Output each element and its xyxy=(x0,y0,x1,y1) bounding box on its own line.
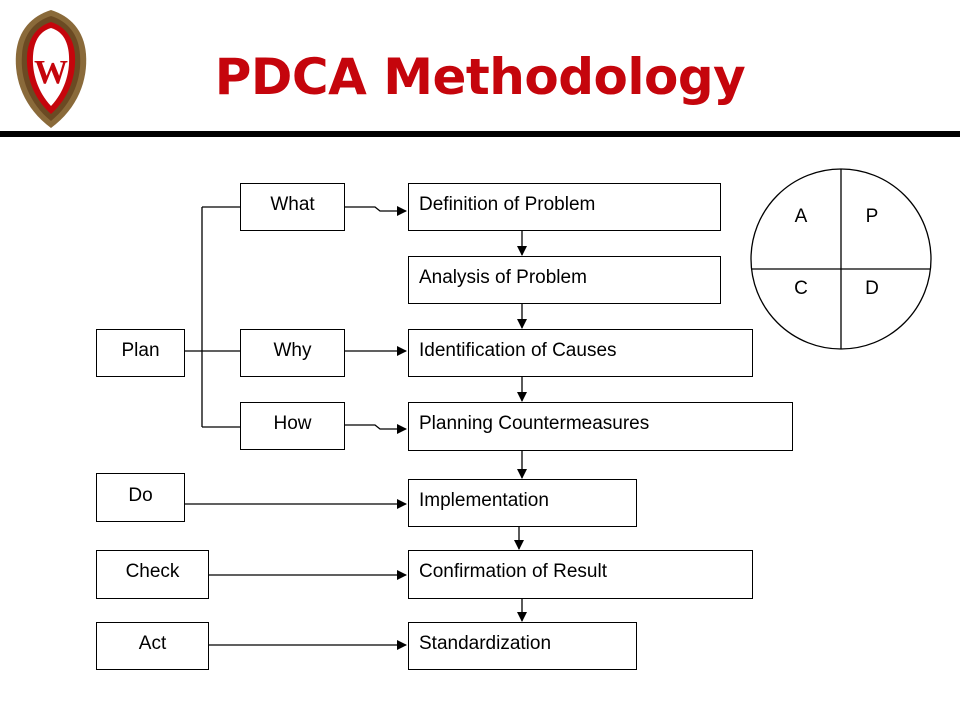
plan-box: Plan xyxy=(96,329,185,377)
title-divider xyxy=(0,131,960,137)
cycle-label-do: D xyxy=(865,278,879,299)
cycle-label-plan: P xyxy=(865,206,879,227)
step-definition-of-problem: Definition of Problem xyxy=(408,183,721,231)
pdca-cycle-circle xyxy=(750,168,932,350)
what-arrow xyxy=(345,206,407,216)
cycle-label-act: A xyxy=(794,206,808,227)
step-identification-of-causes: Identification of Causes xyxy=(408,329,753,377)
check-box: Check xyxy=(96,550,209,599)
act-box: Act xyxy=(96,622,209,670)
step-planning-countermeasures: Planning Countermeasures xyxy=(408,402,793,451)
step-standardization: Standardization xyxy=(408,622,637,670)
do-box: Do xyxy=(96,473,185,522)
why-box: Why xyxy=(240,329,345,377)
university-crest-logo: W xyxy=(15,10,87,128)
logo-letter: W xyxy=(34,54,68,91)
what-box: What xyxy=(240,183,345,231)
step-analysis-of-problem: Analysis of Problem xyxy=(408,256,721,304)
step-confirmation-of-result: Confirmation of Result xyxy=(408,550,753,599)
how-box: How xyxy=(240,402,345,450)
how-arrow xyxy=(345,424,407,434)
cycle-label-check: C xyxy=(794,278,808,299)
slide-title: PDCA Methodology xyxy=(214,48,746,106)
step-implementation: Implementation xyxy=(408,479,637,527)
